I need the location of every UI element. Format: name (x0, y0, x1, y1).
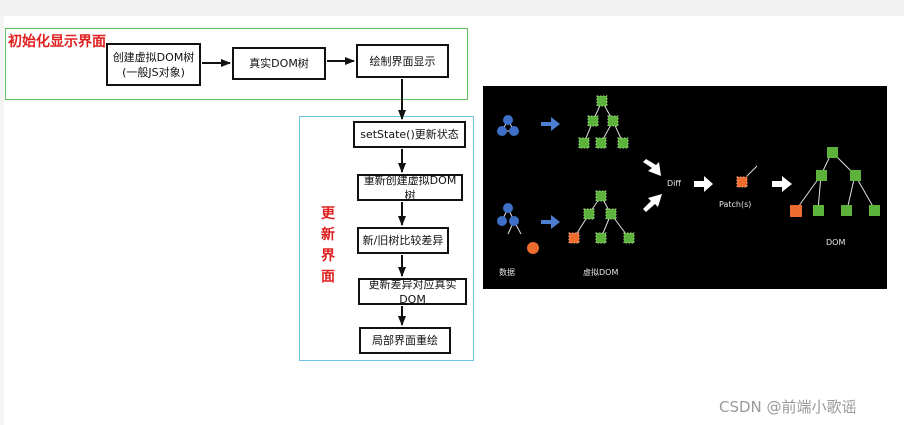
vdom-node-changed (568, 232, 580, 244)
dom-node (841, 205, 852, 216)
dom-node (813, 205, 824, 216)
data-node (509, 126, 519, 136)
vdom-node (596, 95, 608, 107)
white-arrow (772, 176, 792, 192)
vdom-node (623, 232, 635, 244)
create-vdom-box: 创建虚拟DOM树 (一般JS对象) (106, 43, 201, 86)
white-arrow (643, 159, 661, 176)
white-arrow (694, 176, 713, 192)
dom-node (816, 170, 827, 181)
vdom-node (617, 137, 629, 149)
blue-arrow (541, 215, 560, 229)
vdom-node (605, 208, 617, 220)
update-title: 更新界面 (321, 206, 335, 285)
vdom-node (595, 137, 607, 149)
data-node (509, 216, 519, 226)
blue-arrow (541, 117, 560, 131)
top-bar (0, 0, 904, 16)
data-node (497, 216, 507, 226)
data-node (503, 115, 513, 125)
set-state-box: setState()更新状态 (353, 121, 466, 148)
data-node (497, 126, 507, 136)
illustration-canvas (497, 95, 880, 254)
apply-diff-box: 更新差异对应真实DOM (358, 278, 467, 306)
real-dom-box: 真实DOM树 (232, 47, 326, 80)
dom-node (827, 147, 838, 158)
data-node (503, 203, 513, 213)
white-arrow (643, 194, 662, 212)
vdom-node (578, 137, 590, 149)
init-region (5, 28, 468, 100)
label-diff: Diff (667, 179, 681, 188)
compare-box: 新/旧树比较差异 (357, 227, 449, 254)
vdom-node (595, 190, 607, 202)
vdom-diff-illustration: 数据 虚拟DOM Diff Patch(s) DOM (483, 86, 887, 289)
watermark: CSDN @前端小歌谣 (719, 398, 857, 416)
label-data: 数据 (499, 268, 515, 277)
init-title: 初始化显示界面 (8, 34, 106, 50)
dom-node-updated (790, 205, 802, 217)
patch-node (736, 176, 748, 188)
dom-node (869, 205, 880, 216)
left-edge (0, 16, 4, 425)
label-dom: DOM (826, 238, 846, 247)
dom-node (850, 170, 861, 181)
render-box: 绘制界面显示 (356, 44, 449, 78)
vdom-node (595, 232, 607, 244)
label-patch: Patch(s) (719, 200, 752, 209)
vdom-node (583, 208, 595, 220)
label-vdom: 虚拟DOM (583, 268, 619, 277)
repaint-box: 局部界面重绘 (359, 327, 451, 354)
data-node-changed (527, 242, 539, 254)
update-region (299, 116, 474, 361)
vdom-node (607, 115, 619, 127)
vdom-node (587, 115, 599, 127)
recreate-vdom-box: 重新创建虚拟DOM树 (357, 174, 463, 202)
